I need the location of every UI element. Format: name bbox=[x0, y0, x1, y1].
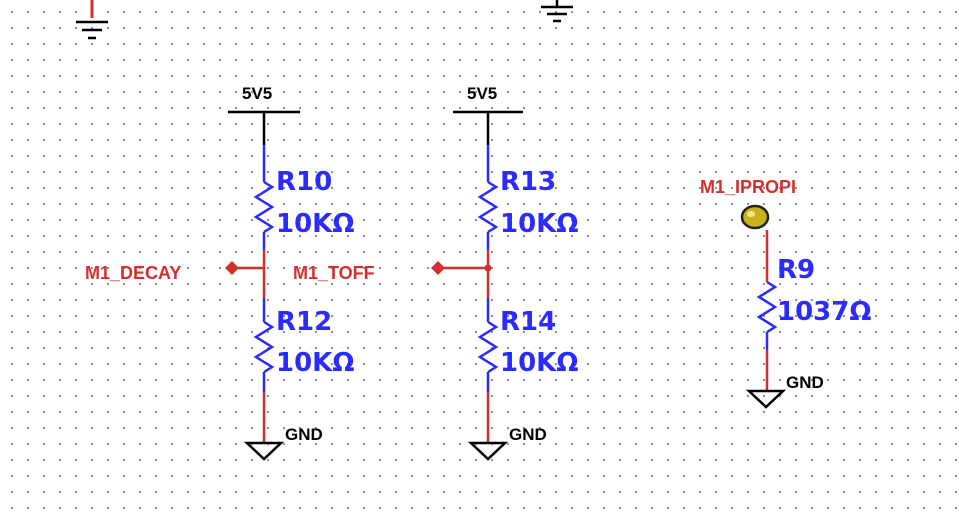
probe-icon[interactable] bbox=[740, 204, 770, 230]
net-label-ipropi[interactable]: M1_IPROPI bbox=[700, 177, 796, 197]
ground-icon bbox=[541, 0, 573, 23]
ground-icon bbox=[745, 389, 787, 409]
power-rail-icon bbox=[453, 110, 523, 145]
net-connector-icon bbox=[225, 261, 239, 275]
resistor-r10[interactable] bbox=[253, 145, 275, 250]
resistor-r9[interactable] bbox=[756, 280, 778, 350]
power-rail-icon bbox=[228, 110, 300, 145]
ground-icon bbox=[243, 441, 285, 461]
r14-value: 10KΩ bbox=[500, 348, 578, 378]
r13-ref: R13 bbox=[500, 167, 556, 197]
net-label-toff[interactable]: M1_TOFF bbox=[293, 263, 375, 283]
ground-icon bbox=[467, 441, 509, 461]
resistor-r12[interactable] bbox=[253, 298, 275, 392]
r10-ref: R10 bbox=[276, 167, 332, 197]
gnd-label: GND bbox=[786, 373, 824, 392]
ground-icon bbox=[76, 0, 108, 40]
r10-value: 10KΩ bbox=[276, 209, 354, 239]
power-label: 5V5 bbox=[242, 84, 272, 103]
resistor-icon bbox=[477, 180, 499, 234]
resistor-r13[interactable] bbox=[477, 145, 499, 250]
resistor-icon bbox=[477, 320, 499, 374]
resistor-icon bbox=[253, 180, 275, 234]
r14-ref: R14 bbox=[500, 307, 556, 337]
junction-dot-icon bbox=[484, 264, 492, 272]
r12-ref: R12 bbox=[276, 307, 332, 337]
resistor-icon bbox=[756, 280, 778, 334]
net-connector-icon bbox=[431, 261, 445, 275]
r13-value: 10KΩ bbox=[500, 209, 578, 239]
gnd-label: GND bbox=[509, 425, 547, 444]
resistor-r14[interactable] bbox=[477, 298, 499, 392]
r12-value: 10KΩ bbox=[276, 348, 354, 378]
gnd-label: GND bbox=[285, 425, 323, 444]
r9-ref: R9 bbox=[777, 255, 815, 285]
net-label-decay[interactable]: M1_DECAY bbox=[85, 263, 181, 283]
r9-value: 1037Ω bbox=[777, 297, 871, 327]
resistor-icon bbox=[253, 320, 275, 374]
power-label: 5V5 bbox=[467, 84, 497, 103]
